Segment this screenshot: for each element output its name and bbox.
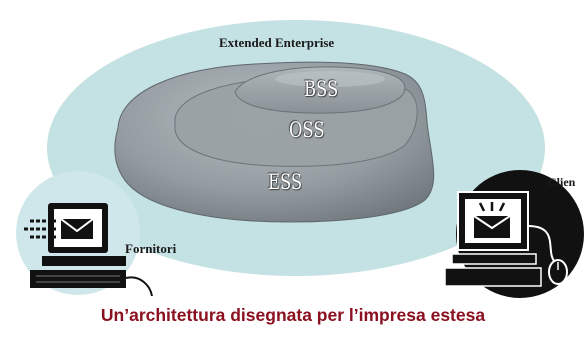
extended-enterprise-label: Extended Enterprise [219, 35, 335, 50]
customer-label: Clien [548, 175, 576, 189]
customer-cable [527, 225, 556, 263]
customer-alert-ray [478, 202, 486, 212]
bss-highlight [275, 71, 385, 87]
customer-keyboard [444, 267, 542, 287]
customer-mouse [548, 259, 568, 285]
supplier-keyboard [30, 270, 126, 288]
supplier-cable [125, 276, 153, 297]
oss-layer-label: OSS [289, 118, 325, 142]
customer-computer-icon [444, 170, 584, 298]
supplier-base [42, 256, 126, 266]
customer-alert-ray [498, 202, 506, 212]
diagram-caption: Un’architettura disegnata per l’impresa … [100, 305, 486, 325]
supplier-label: Fornitori [125, 241, 177, 256]
bss-layer-label: BSS [304, 77, 339, 101]
supplier-computer-icon [16, 171, 153, 297]
layer-stack [114, 61, 435, 223]
ess-layer-label: ESS [268, 170, 303, 194]
customer-envelope-flap [473, 215, 511, 230]
customer-base [451, 253, 537, 265]
supplier-envelope-flap [60, 218, 94, 233]
